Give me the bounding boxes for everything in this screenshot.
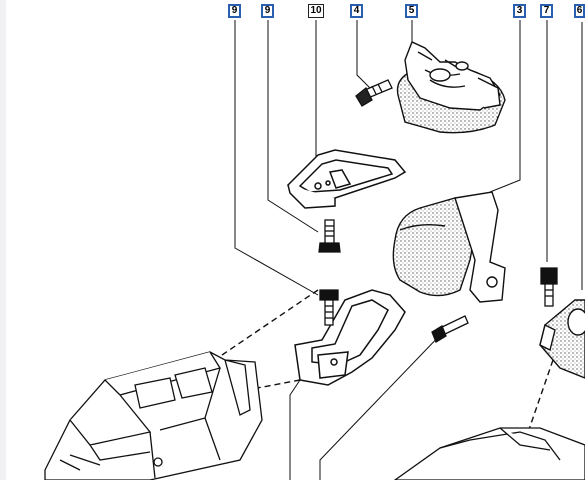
leader-9b <box>267 20 319 233</box>
callout-3: 3 <box>513 4 526 18</box>
van-illustration <box>44 351 263 480</box>
callout-5: 5 <box>405 4 418 18</box>
engine-mount-upper <box>396 41 506 134</box>
callout-9b: 9 <box>261 4 274 18</box>
leader-9a <box>234 20 319 296</box>
page-edge <box>0 0 6 480</box>
leader-4 <box>356 20 373 91</box>
gearbox-mount-3 <box>392 191 506 303</box>
callout-9a: 9 <box>228 4 241 18</box>
bolt-9-upper <box>318 219 341 253</box>
callout-4: 4 <box>350 4 363 18</box>
lower-bracket <box>294 289 406 386</box>
bolt-lower-mid <box>431 315 469 343</box>
leader-low1 <box>289 379 301 480</box>
callout-6: 6 <box>574 4 585 18</box>
bolt-7 <box>540 267 558 307</box>
car-illustration <box>393 427 585 480</box>
bolt-4 <box>355 79 393 107</box>
leader-low2 <box>319 329 446 480</box>
callout-7: 7 <box>540 4 553 18</box>
bolt-9-lower <box>319 289 339 326</box>
mount-bracket-10 <box>286 149 407 209</box>
mount-6 <box>539 299 585 379</box>
leader-3 <box>489 20 521 193</box>
callout-10: 10 <box>308 4 324 18</box>
